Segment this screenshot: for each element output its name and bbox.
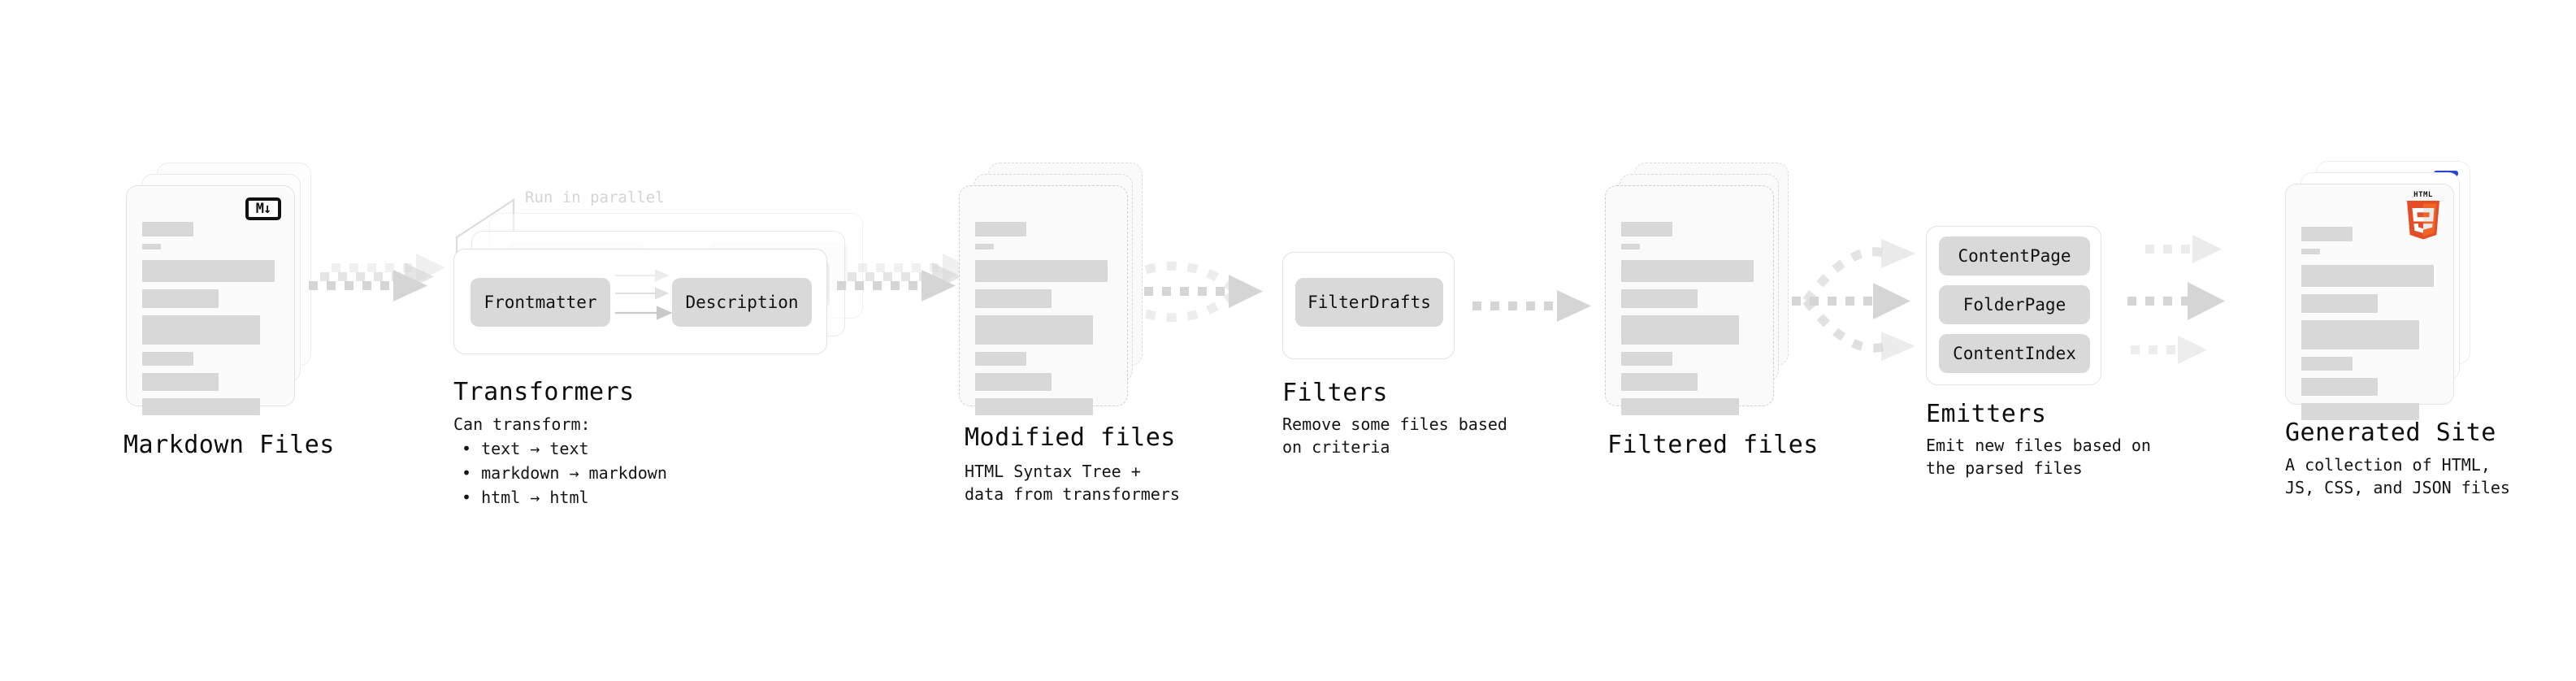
markdown-files-title: Markdown Files: [124, 431, 335, 459]
bullet-label: markdown → markdown: [481, 463, 667, 483]
doc-content-lines: [975, 222, 1114, 423]
transformer-layer-front[interactable]: Frontmatter Description: [453, 249, 827, 354]
emitters-title: Emitters: [1926, 400, 2047, 428]
bullet-label: html → html: [481, 488, 589, 507]
filters-subtitle: Remove some files based on criteria: [1282, 414, 1507, 457]
transformer-pill-frontmatter[interactable]: Frontmatter: [471, 278, 610, 327]
transformers-title: Transformers: [453, 378, 635, 406]
markdown-doc-front: M↓: [126, 185, 295, 415]
transformer-pill-description[interactable]: Description: [672, 278, 812, 327]
doc-content-lines: [1621, 222, 1760, 423]
transformers-bullet-2: • html → html: [462, 488, 589, 507]
filtered-doc-front: [1605, 185, 1774, 415]
modified-doc-front: [959, 185, 1128, 415]
connector-emitters-to-site: [2127, 235, 2225, 364]
run-in-parallel-label: Run in parallel: [525, 189, 665, 206]
modified-files-title: Modified files: [965, 423, 1176, 452]
emitters-subtitle: Emit new files based on the parsed files: [1926, 436, 2151, 478]
generated-site-subtitle: A collection of HTML, JS, CSS, and JSON …: [2285, 455, 2510, 497]
transformers-bullets: • text → text • markdown → markdown • ht…: [462, 437, 667, 509]
doc-content-lines: [2301, 227, 2440, 427]
markdown-icon-arrow: ↓: [263, 200, 271, 217]
emitter-pill-folderpage[interactable]: FolderPage: [1939, 285, 2090, 324]
connector-transformers-to-modified: [837, 254, 972, 301]
transformers-bullet-0: • text → text: [462, 439, 589, 458]
filter-pill-filterdrafts[interactable]: FilterDrafts: [1295, 278, 1443, 327]
markdown-icon-letter: M: [255, 200, 264, 217]
generated-site-title: Generated Site: [2285, 419, 2496, 447]
transformers-subtitle: Can transform:: [453, 414, 591, 434]
emitters-container[interactable]: ContentPage FolderPage ContentIndex: [1926, 226, 2101, 385]
connector-filtered-to-emitters: [1792, 239, 1915, 361]
filters-title: Filters: [1282, 379, 1388, 407]
filtered-files-title: Filtered files: [1607, 431, 1819, 459]
html5-icon-label: HTML: [2413, 191, 2433, 199]
connector-filters-to-filtered: [1472, 290, 1591, 322]
modified-files-subtitle: HTML Syntax Tree + data from transformer…: [965, 462, 1180, 504]
connector-md-to-transformers: [309, 254, 445, 301]
bullet-label: text → text: [481, 439, 589, 458]
site-doc-html: HTML: [2285, 184, 2454, 420]
doc-content-lines: [142, 222, 281, 423]
emitter-pill-contentindex[interactable]: ContentIndex: [1939, 334, 2090, 373]
transformer-inner-arrows: [615, 269, 673, 320]
markdown-icon: M↓: [245, 197, 281, 220]
connector-modified-to-filters: [1144, 261, 1263, 323]
filters-container[interactable]: FilterDrafts: [1282, 252, 1455, 359]
html5-icon: HTML: [2404, 191, 2443, 240]
transformers-bullet-1: • markdown → markdown: [462, 463, 667, 483]
emitter-pill-contentpage[interactable]: ContentPage: [1939, 236, 2090, 275]
